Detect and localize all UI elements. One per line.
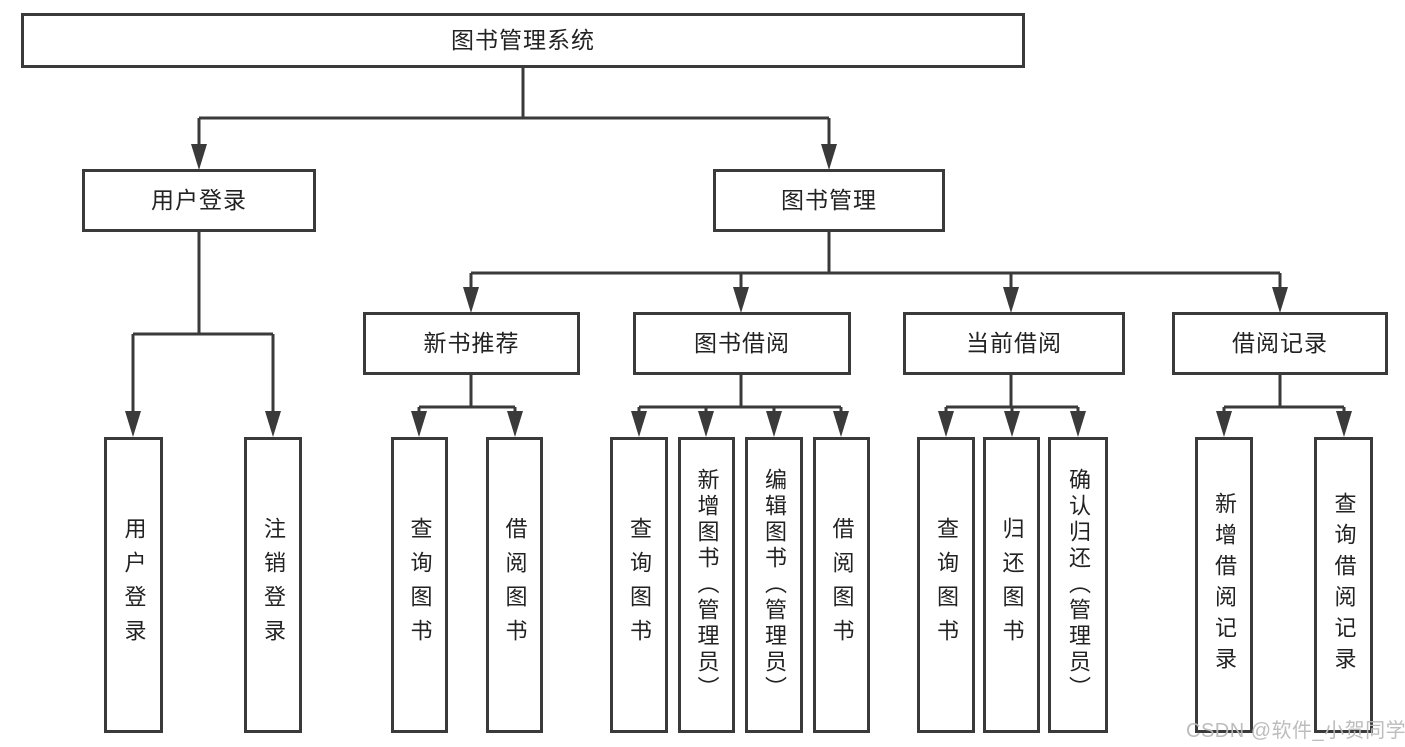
arrow-down-icon (1003, 287, 1019, 313)
leaf-add-books-admin: 新增图书（管理员） (678, 437, 735, 733)
connector-strokes (131, 67, 1346, 415)
node-root-library-system: 图书管理系统 (21, 13, 1025, 68)
arrow-down-icon (1216, 411, 1232, 437)
leaf-confirm-return-admin: 确认归还（管理员） (1048, 437, 1108, 733)
arrow-down-icon (1336, 411, 1352, 437)
arrow-down-icon (1272, 287, 1288, 313)
arrow-down-icon (191, 144, 207, 170)
arrow-down-icon (507, 411, 523, 437)
leaf-borrow-books: 借阅图书 (813, 437, 870, 733)
leaf-query-borrow-record: 查询借阅记录 (1314, 437, 1373, 733)
node-borrow-records: 借阅记录 (1172, 312, 1388, 375)
leaf-logout: 注销登录 (244, 437, 302, 733)
leaf-edit-books-admin: 编辑图书（管理员） (745, 437, 803, 733)
arrow-down-icon (125, 411, 141, 437)
leaf-return-books: 归还图书 (983, 437, 1040, 733)
arrow-down-icon (833, 411, 849, 437)
branch-current-borrow (944, 375, 1080, 415)
node-book-management: 图书管理 (713, 169, 945, 232)
leaf-query-books: 查询图书 (391, 437, 448, 733)
node-new-book-recommend: 新书推荐 (363, 312, 580, 375)
arrow-down-icon (698, 411, 714, 437)
arrow-down-icon (733, 287, 749, 313)
arrow-down-icon (265, 411, 281, 437)
arrow-down-icon (821, 144, 837, 170)
node-user-login: 用户登录 (82, 169, 316, 232)
node-book-borrow: 图书借阅 (633, 312, 851, 375)
csdn-watermark: CSDN @软件_小贺同学 (1186, 720, 1405, 742)
arrow-down-icon (766, 411, 782, 437)
leaf-borrow-books: 借阅图书 (486, 437, 543, 733)
arrow-down-icon (411, 411, 427, 437)
branch-user-login (131, 232, 275, 415)
arrow-down-icon (463, 287, 479, 313)
leaf-add-borrow-record: 新增借阅记录 (1195, 437, 1253, 733)
branch-root (197, 67, 831, 148)
branch-book-borrow (637, 375, 843, 415)
branch-book-management (469, 232, 1282, 291)
leaf-query-books: 查询图书 (610, 437, 668, 733)
arrow-down-icon (631, 411, 647, 437)
arrow-down-icon (1004, 411, 1020, 437)
arrow-down-icon (938, 411, 954, 437)
arrowheads (125, 144, 1352, 437)
node-current-borrow: 当前借阅 (903, 312, 1125, 375)
leaf-query-books: 查询图书 (917, 437, 975, 733)
branch-new-book-recommend (417, 375, 517, 415)
leaf-user-login: 用户登录 (104, 437, 163, 733)
branch-borrow-records (1222, 375, 1346, 415)
arrow-down-icon (1070, 411, 1086, 437)
